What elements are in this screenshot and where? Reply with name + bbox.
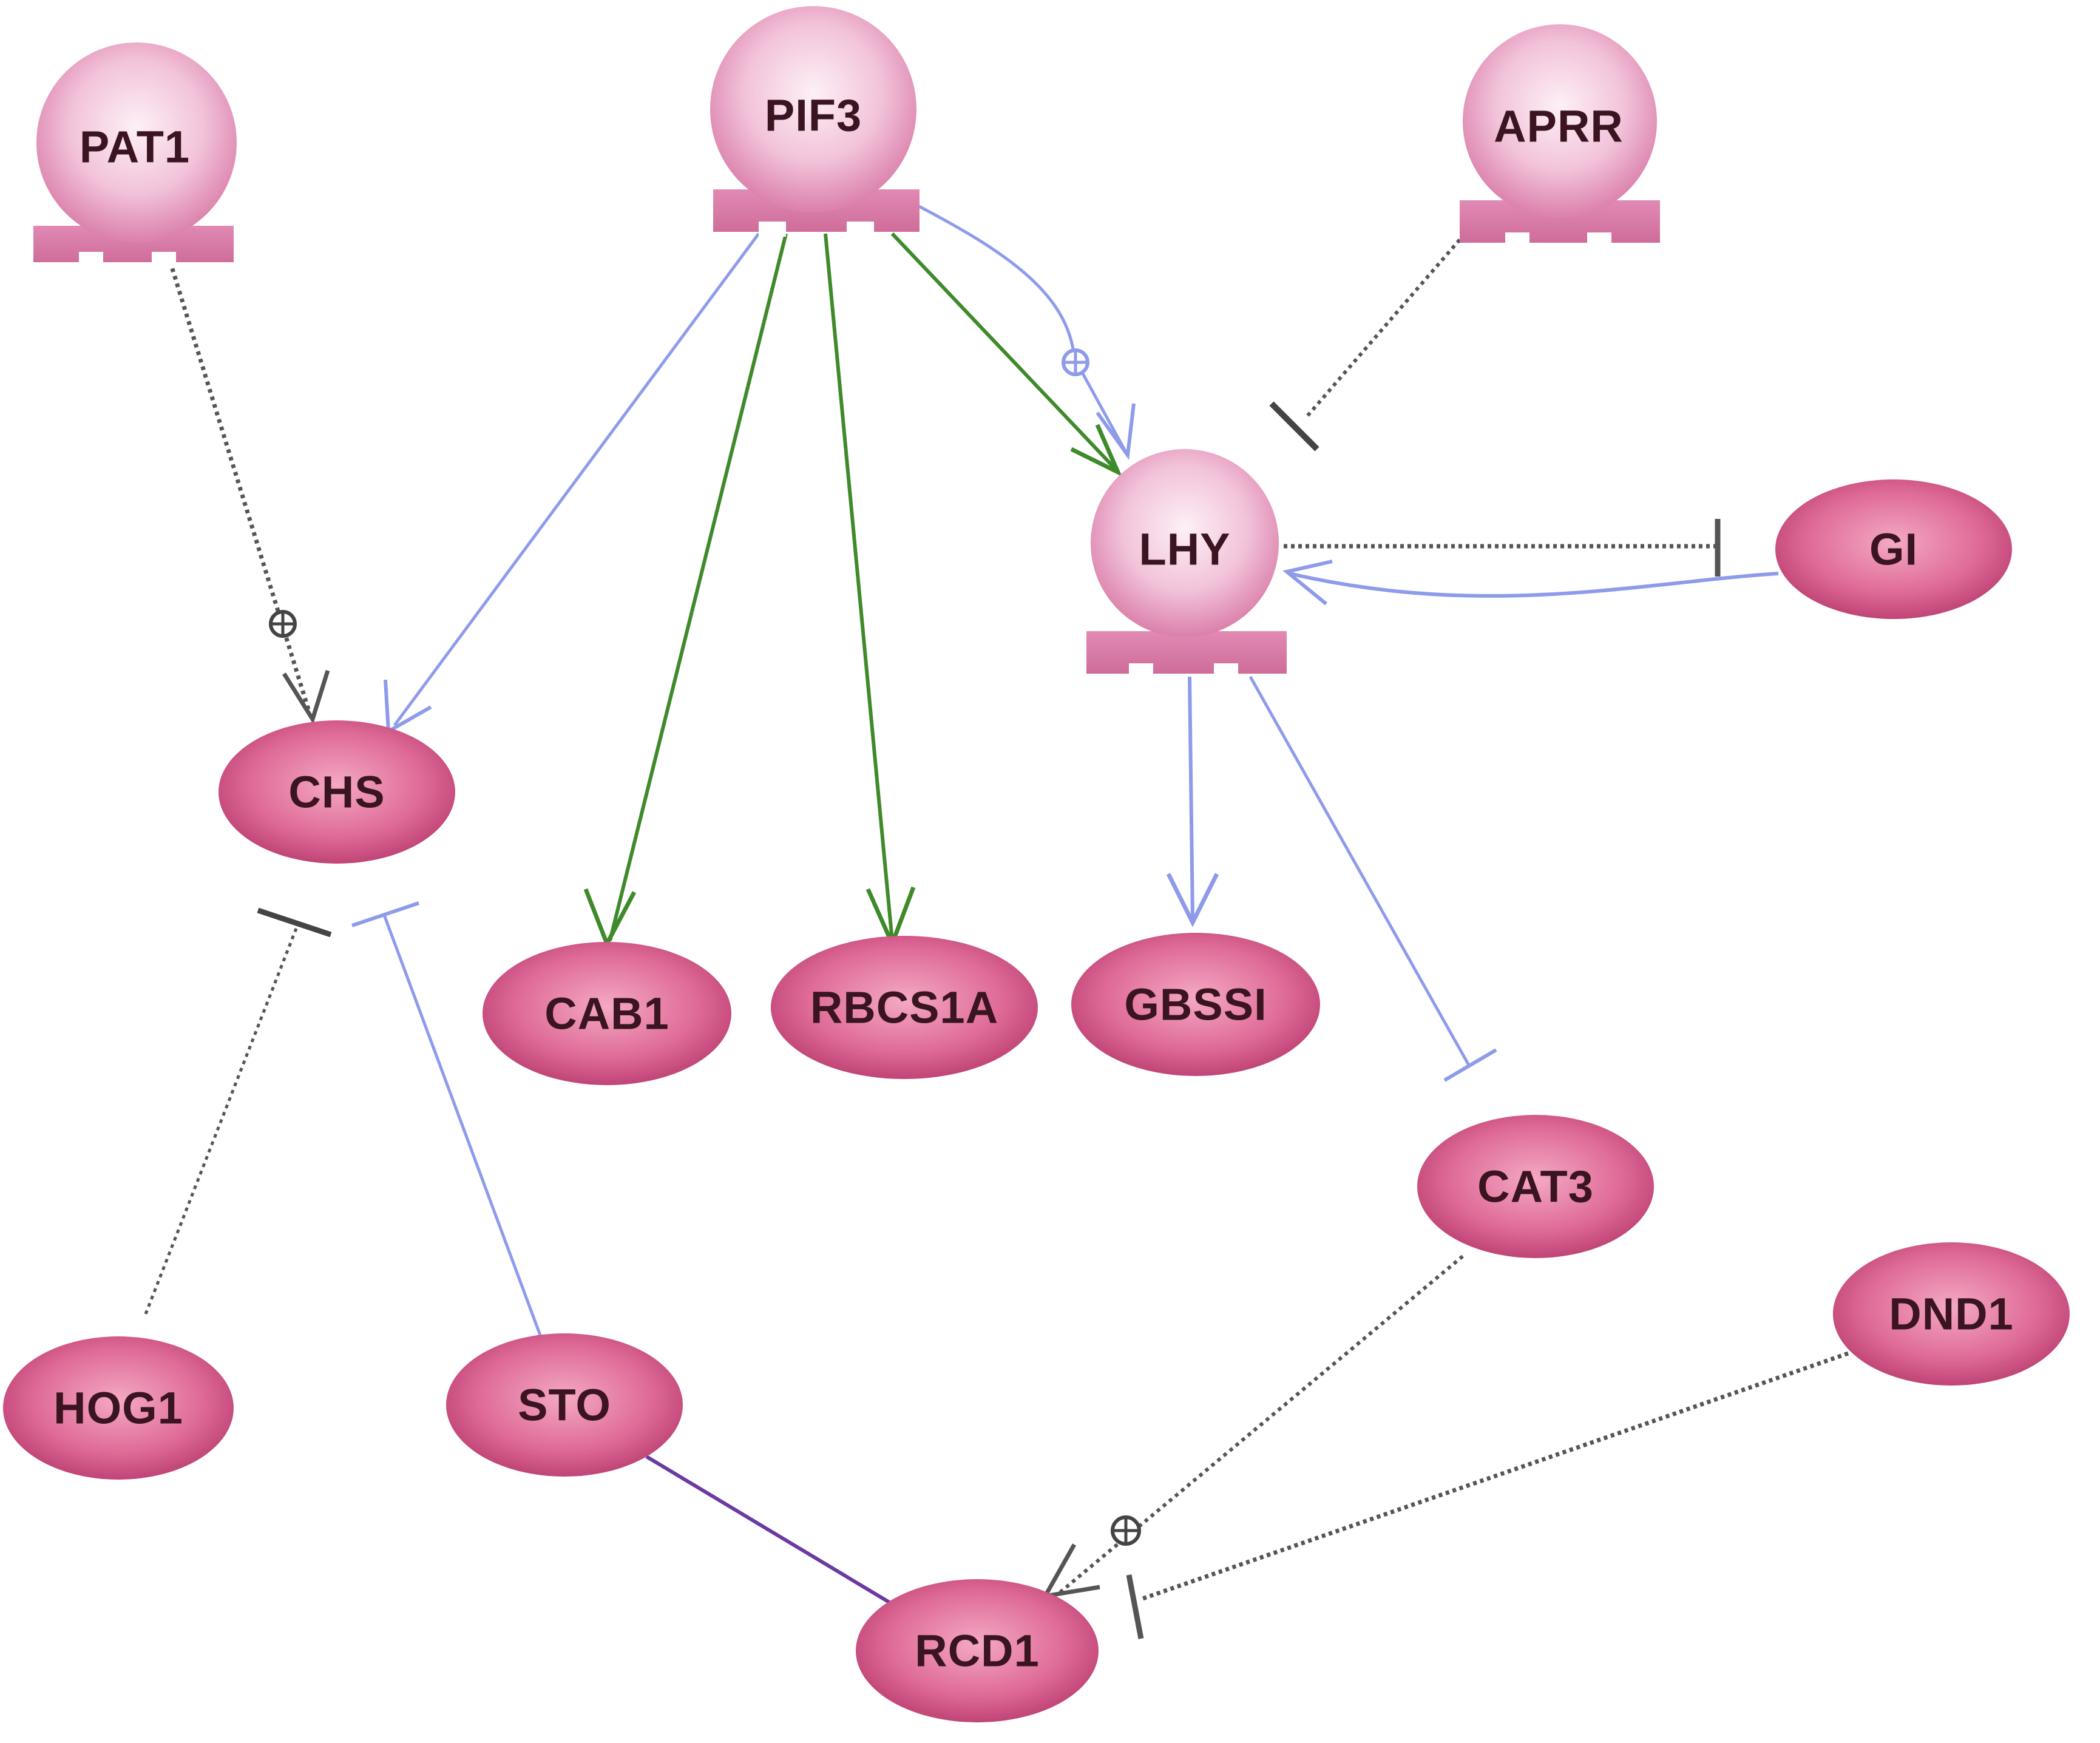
node-label: PAT1 [80,122,190,172]
edge-pif3-lhy-blue [906,198,1136,461]
node-pif3[interactable]: PIF3 [710,6,920,237]
node-label: GI [1869,524,1918,575]
edge-pat1-chs [168,260,330,725]
node-label: RCD1 [915,1626,1039,1676]
edge-pif3-chs [384,232,760,735]
node-label: PIF3 [765,90,862,141]
node-label: RBCS1A [810,983,998,1033]
edge-dnd1-rcd1 [1126,1351,1849,1639]
node-label: DND1 [1889,1289,2013,1339]
edge-sto-rcd1 [645,1455,890,1604]
edge-lhy-gbssi [1166,676,1219,927]
node-lhy[interactable]: LHY [1086,449,1287,679]
edge-sto-chs [351,901,542,1336]
node-pat1[interactable]: PAT1 [33,42,237,267]
node-label: APRR [1494,101,1624,152]
node-label: CAB1 [544,989,669,1039]
node-label: STO [518,1380,611,1430]
node-aprr[interactable]: APRR [1460,24,1660,248]
node-dnd1[interactable]: DND1 [1833,1242,2070,1386]
edge-pif3-rbcs1a [824,233,916,950]
node-label: LHY [1139,524,1231,575]
node-hog1[interactable]: HOG1 [3,1336,234,1480]
edge-layer [144,198,1849,1639]
node-rcd1[interactable]: RCD1 [856,1579,1099,1722]
edge-cat3-rcd1 [1041,1254,1464,1599]
node-gi[interactable]: GI [1775,479,2012,619]
edge-gi-lhy-blue [1282,560,1779,606]
node-label: CAT3 [1477,1162,1594,1212]
edge-hog1-chs [144,907,332,1315]
node-label: CHS [288,767,385,817]
edge-pif3-lhy-green [890,232,1123,477]
node-chs[interactable]: CHS [218,720,455,864]
node-label: GBSSI [1124,980,1267,1030]
node-rbcs1a[interactable]: RBCS1A [771,936,1038,1079]
node-gbssi[interactable]: GBSSI [1071,933,1320,1076]
edge-aprr-lhy [1269,239,1462,452]
node-cab1[interactable]: CAB1 [483,942,731,1085]
node-label: HOG1 [53,1383,183,1433]
edge-gi-lhy-dotted [1284,519,1721,577]
node-sto[interactable]: STO [446,1333,683,1477]
node-cat3[interactable]: CAT3 [1417,1115,1654,1258]
node-layer: PAT1 PIF3 APRR LHY GI [3,6,2070,1722]
edge-pif3-cab1 [583,233,788,949]
edge-lhy-cat3 [1248,675,1497,1082]
